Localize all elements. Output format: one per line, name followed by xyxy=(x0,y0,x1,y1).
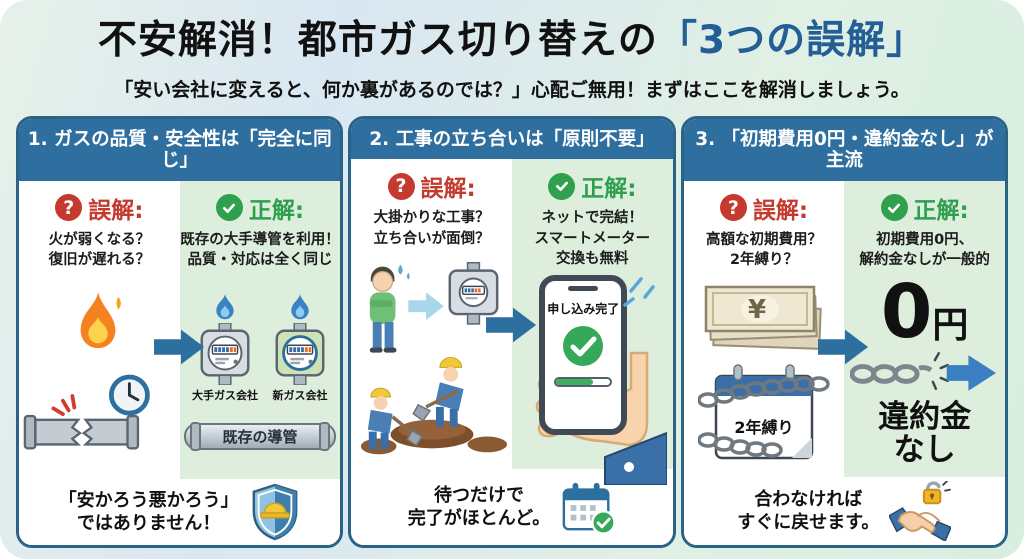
panel-1-body: ? 誤解: 火が弱くなる？ 復旧が遅れる？ xyxy=(19,180,341,479)
panel-1-correct: 正解: 既存の大手導管を利用！ 品質・対応は全く同じ xyxy=(179,180,341,479)
worker-digging xyxy=(411,357,464,427)
gas-meter-icon xyxy=(275,323,325,386)
money-icon: ¥ xyxy=(698,279,830,355)
arrow-right-icon xyxy=(485,305,538,349)
panel-1-misconception-illustration xyxy=(19,270,180,479)
panel-1-correct-text: 既存の大手導管を利用！ 品質・対応は全く同じ xyxy=(180,231,340,268)
panel-1-misconception-text: 火が弱くなる？ 復旧が遅れる？ xyxy=(48,231,151,268)
panel-1-correct-label-row: 正解: xyxy=(215,191,305,225)
panel-3-misconception-text: 高額な初期費用？ 2年縛り？ xyxy=(705,231,822,268)
meter-incumbent-label: 大手ガス会社 xyxy=(191,389,258,403)
page-subtitle: 「安い会社に変えると、何か裏があるのでは？」心配ご無用！まずはここを解消しましょ… xyxy=(114,78,910,101)
handshake-unlock-icon xyxy=(889,481,952,541)
chained-calendar-icon: 2年縛り xyxy=(697,360,830,466)
blue-flame-icon xyxy=(216,294,234,320)
panel-3-header: 3. 「初期費用0円・違約金なし」が主流 xyxy=(683,119,1005,181)
panel-3-footer: 合わなければ すぐに戻せます。 xyxy=(683,477,1005,545)
misconception-label: 誤解: xyxy=(752,197,809,224)
panel-3-misconception-illustration: ¥ xyxy=(684,270,845,477)
check-circle-icon xyxy=(563,326,604,367)
gas-meters: 大手ガス会社 xyxy=(192,293,328,403)
panel-2-correct-label-row: 正解: xyxy=(548,169,636,203)
panel-3-correct: 正解: 初期費用0円、 解約金なしが一般的 0 円 xyxy=(844,180,1005,477)
page-title-black: 不安解消！都市ガス切り替えの xyxy=(97,18,658,63)
meter-new-label: 新ガス会社 xyxy=(272,389,328,403)
panel-gas-quality: 1. ガスの品質・安全性は「完全に同じ」 ? 誤解: 火が弱くなる？ 復旧が遅れ… xyxy=(16,116,344,548)
panel-1-correct-illustration: 大手ガス会社 xyxy=(180,270,341,479)
panel-3-misconception: ? 誤解: 高額な初期費用？ 2年縛り？ xyxy=(684,181,845,477)
meter-new: 新ガス会社 xyxy=(272,293,328,403)
check-icon xyxy=(880,194,908,222)
correct-label: 正解: xyxy=(581,176,637,203)
panels-row: 1. ガスの品質・安全性は「完全に同じ」 ? 誤解: 火が弱くなる？ 復旧が遅れ… xyxy=(16,116,1008,548)
blue-flame-icon xyxy=(291,294,309,320)
panel-fees: 3. 「初期費用0円・違約金なし」が主流 ? 誤解: 高額な初期費用？ 2年縛り… xyxy=(680,116,1008,548)
panel-2-correct: 正解: ネットで完結！ スマートメーター 交換も無料 xyxy=(511,159,673,486)
misconception-label: 誤解: xyxy=(420,176,476,203)
broken-pipe-clock-icon xyxy=(24,374,151,450)
phone-notch xyxy=(568,286,599,292)
calendar-check-icon xyxy=(562,482,617,535)
sparkle-icon xyxy=(623,277,656,307)
panel-1-footer-text: 「安かろう悪かろう」 ではありません！ xyxy=(58,489,239,534)
arrow-right-icon xyxy=(153,327,206,371)
flame-icon xyxy=(80,292,122,349)
arrow-right-icon xyxy=(818,327,870,371)
check-icon xyxy=(215,194,243,222)
correct-label: 正解: xyxy=(913,197,969,224)
panel-construction: 2. 工事の立ち合いは「原則不要」 ? 誤解: 大掛かりな工事？ 立ち合いが面倒… xyxy=(348,116,676,548)
panel-1-footer: 「安かろう悪かろう」 ではありません！ xyxy=(19,479,341,545)
meter-incumbent: 大手ガス会社 xyxy=(192,293,258,403)
page-title: 不安解消！都市ガス切り替えの「3つの誤解」 xyxy=(0,18,1024,63)
shield-helmet-icon xyxy=(252,483,298,541)
panel-3-body: ? 誤解: 高額な初期費用？ 2年縛り？ xyxy=(684,180,1005,477)
question-icon: ? xyxy=(55,194,83,222)
correct-label: 正解: xyxy=(248,197,305,224)
panel-1-misconception: ? 誤解: 火が弱くなる？ 復旧が遅れる？ xyxy=(19,181,180,479)
question-icon: ? xyxy=(387,172,415,200)
yen-unit: 円 xyxy=(932,304,969,346)
progress-bar xyxy=(554,377,613,388)
panel-2-correct-illustration: 申し込み完了 xyxy=(512,269,673,491)
zero-yen-text: 0 円 xyxy=(880,268,969,355)
smartphone-screen: 申し込み完了 xyxy=(539,275,628,436)
check-icon xyxy=(548,172,576,200)
panel-2-misconception-text: 大掛かりな工事？ 立ち合いが面倒？ xyxy=(373,210,490,247)
panel-2-correct-text: ネットで完結！ スマートメーター 交換も無料 xyxy=(534,210,651,267)
construction-workers-icon xyxy=(360,262,507,455)
panel-3-correct-text: 初期費用0円、 解約金なしが一般的 xyxy=(859,231,990,268)
phone-in-hand: 申し込み完了 xyxy=(517,273,668,486)
existing-pipe: 既存の導管 xyxy=(183,421,336,451)
panel-1-header: 1. ガスの品質・安全性は「完全に同じ」 xyxy=(19,119,341,181)
panel-3-correct-illustration: 0 円 違約金 なし xyxy=(844,270,1005,477)
progress-fill xyxy=(556,379,594,386)
page-title-blue: 「3つの誤解」 xyxy=(657,18,927,63)
phone-status-text: 申し込み完了 xyxy=(547,302,620,317)
panel-3-misconception-label-row: ? 誤解: xyxy=(719,191,809,225)
no-penalty-text: 違約金 なし xyxy=(878,399,972,468)
misconception-label: 誤解: xyxy=(88,197,144,224)
gas-meter-icon xyxy=(200,323,250,386)
panel-3-correct-label-row: 正解: xyxy=(880,191,969,225)
panel-2-footer-text: 待つだけで 完了がほとんど。 xyxy=(407,484,551,530)
panel-1-misconception-label-row: ? 誤解: xyxy=(55,191,143,225)
calendar-label: 2年縛り xyxy=(734,418,794,438)
panel-2-misconception: ? 誤解: 大掛かりな工事？ 立ち合いが面倒？ xyxy=(351,159,512,469)
broken-chain-arrow-icon xyxy=(849,352,996,392)
zero-digit: 0 xyxy=(880,268,933,355)
panel-2-misconception-illustration xyxy=(351,249,512,469)
pipe-label: 既存の導管 xyxy=(222,427,298,446)
pipe-coupling xyxy=(318,421,330,451)
worker-bent xyxy=(367,387,423,450)
panel-2-misconception-label-row: ? 誤解: xyxy=(387,169,476,203)
question-icon: ? xyxy=(719,194,747,222)
yen-symbol: ¥ xyxy=(747,295,767,326)
panel-3-footer-text: 合わなければ すぐに戻せます。 xyxy=(737,488,880,533)
panel-2-body: ? 誤解: 大掛かりな工事？ 立ち合いが面倒？ xyxy=(351,159,673,486)
panel-2-header: 2. 工事の立ち合いは「原則不要」 xyxy=(351,119,673,160)
pipe-coupling xyxy=(189,421,201,451)
